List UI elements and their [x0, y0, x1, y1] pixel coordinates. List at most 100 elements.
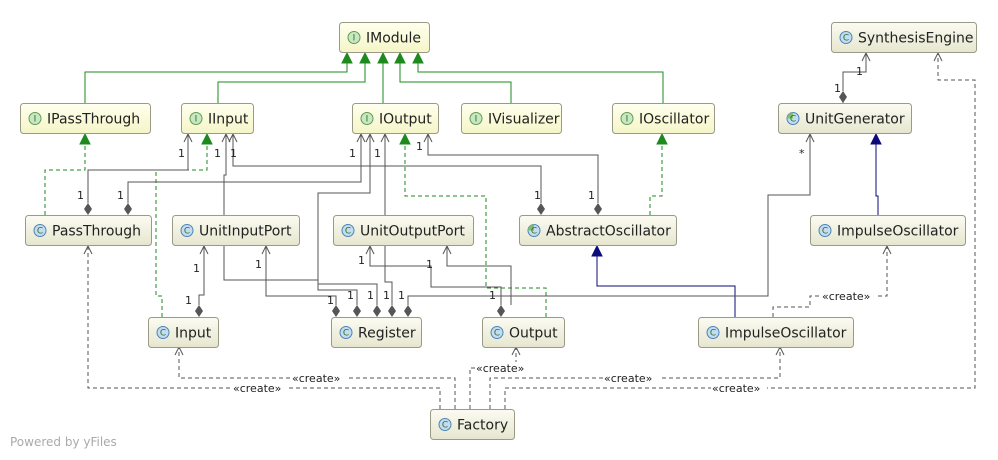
inheritance-edge — [596, 256, 736, 317]
create-stereotype-label: «create» — [604, 372, 652, 385]
node-label: Output — [509, 326, 558, 342]
realization-edge — [217, 63, 366, 103]
class-icon — [818, 224, 832, 237]
watermark: Powered by yFiles — [10, 435, 117, 449]
realization-edge — [399, 63, 512, 103]
inheritance-arrow-icon — [870, 132, 882, 145]
create-stereotype-label: «create» — [822, 290, 870, 303]
realization-edge — [417, 63, 664, 103]
realization-arrow-icon — [412, 51, 424, 64]
node-ipassthrough[interactable]: I IPassThrough — [20, 103, 151, 134]
node-label: Register — [358, 326, 416, 342]
composition-diamond-icon — [84, 203, 92, 215]
badge-letter: I — [34, 115, 37, 125]
badge-letter: C — [184, 227, 190, 237]
association-edge — [317, 134, 378, 305]
node-label: ImpulseOscillator — [837, 224, 959, 240]
realization-edge — [404, 144, 547, 317]
realization-arrow-icon — [79, 132, 91, 145]
class-icon — [180, 224, 194, 237]
class-icon — [706, 326, 720, 339]
node-label: IPassThrough — [47, 112, 140, 128]
stereotype-label-bg — [475, 362, 531, 374]
badge-letter: C — [531, 227, 537, 237]
abstract-marker-icon — [528, 224, 534, 231]
association-edge — [127, 134, 362, 203]
multiplicity-label: 1 — [374, 147, 381, 160]
badge-letter: I — [366, 115, 369, 125]
badge-letter: C — [343, 329, 349, 339]
node-output[interactable]: C Output — [482, 317, 565, 348]
create-dependency-edge — [504, 53, 976, 409]
realization-edge — [44, 144, 86, 215]
node-register[interactable]: C Register — [331, 317, 422, 348]
multiplicity-label: 1 — [834, 82, 841, 95]
badge-letter: C — [442, 421, 448, 431]
composition-diamond-icon — [124, 203, 132, 215]
stereotype-label-bg — [821, 290, 877, 302]
multiplicity-label: 1 — [117, 189, 124, 202]
class-icon — [339, 326, 353, 339]
node-factory[interactable]: C Factory — [430, 409, 515, 440]
node-label: IModule — [366, 31, 421, 47]
node-label: UnitGenerator — [805, 112, 905, 128]
node-label: IOutput — [379, 112, 432, 128]
multiplicity-label: 1 — [178, 147, 185, 160]
node-label: Input — [175, 326, 212, 342]
badge-letter: I — [353, 34, 356, 44]
class-icon — [156, 326, 170, 339]
node-label: IOscillator — [639, 112, 709, 128]
multiplicity-label: 1 — [534, 189, 541, 202]
association-edge — [87, 134, 189, 203]
realization-arrow-icon — [394, 51, 406, 64]
node-imodule[interactable]: I IModule — [339, 22, 430, 53]
badge-letter: I — [475, 115, 478, 125]
node-label: UnitOutputPort — [360, 224, 465, 240]
association-edge — [198, 246, 205, 305]
node-label: AbstractOscillator — [546, 224, 671, 240]
association-edge — [369, 246, 502, 305]
composition-diamond-icon — [373, 305, 381, 317]
inheritance-edge — [875, 144, 879, 215]
multiplicity-label: 1 — [383, 289, 390, 302]
abstract-marker-icon — [787, 112, 793, 119]
association-edge — [384, 134, 393, 305]
multiplicity-label: 1 — [349, 147, 356, 160]
class-icon — [490, 326, 504, 339]
multiplicity-label: 1 — [358, 254, 365, 267]
interface-icon — [469, 112, 483, 125]
node-unitoutputport[interactable]: C UnitOutputPort — [333, 215, 474, 246]
interface-icon — [620, 112, 634, 125]
class-icon — [438, 418, 452, 431]
realization-arrow-icon — [359, 51, 371, 64]
node-label: Factory — [457, 418, 508, 434]
composition-diamond-icon — [594, 203, 602, 215]
badge-letter: C — [843, 34, 849, 44]
node-synthesisengine[interactable]: C SynthesisEngine — [831, 22, 977, 53]
realization-edge — [84, 63, 348, 103]
badge-letter: C — [494, 329, 500, 339]
composition-diamond-icon — [388, 305, 396, 317]
node-ioutput[interactable]: I IOutput — [352, 103, 439, 134]
node-abstractoscillator[interactable]: C AbstractOscillator — [519, 215, 677, 246]
create-dependency-edge — [772, 246, 888, 317]
create-stereotype-label: «create» — [712, 382, 760, 395]
stereotype-label-bg — [711, 382, 767, 394]
badge-letter: I — [195, 115, 198, 125]
node-label: SynthesisEngine — [858, 31, 973, 47]
realization-edge — [649, 144, 663, 215]
multiplicity-label: 1 — [398, 289, 405, 302]
badge-letter: C — [37, 227, 43, 237]
badge-letter: C — [345, 227, 351, 237]
multiplicity-label: 1 — [588, 189, 595, 202]
